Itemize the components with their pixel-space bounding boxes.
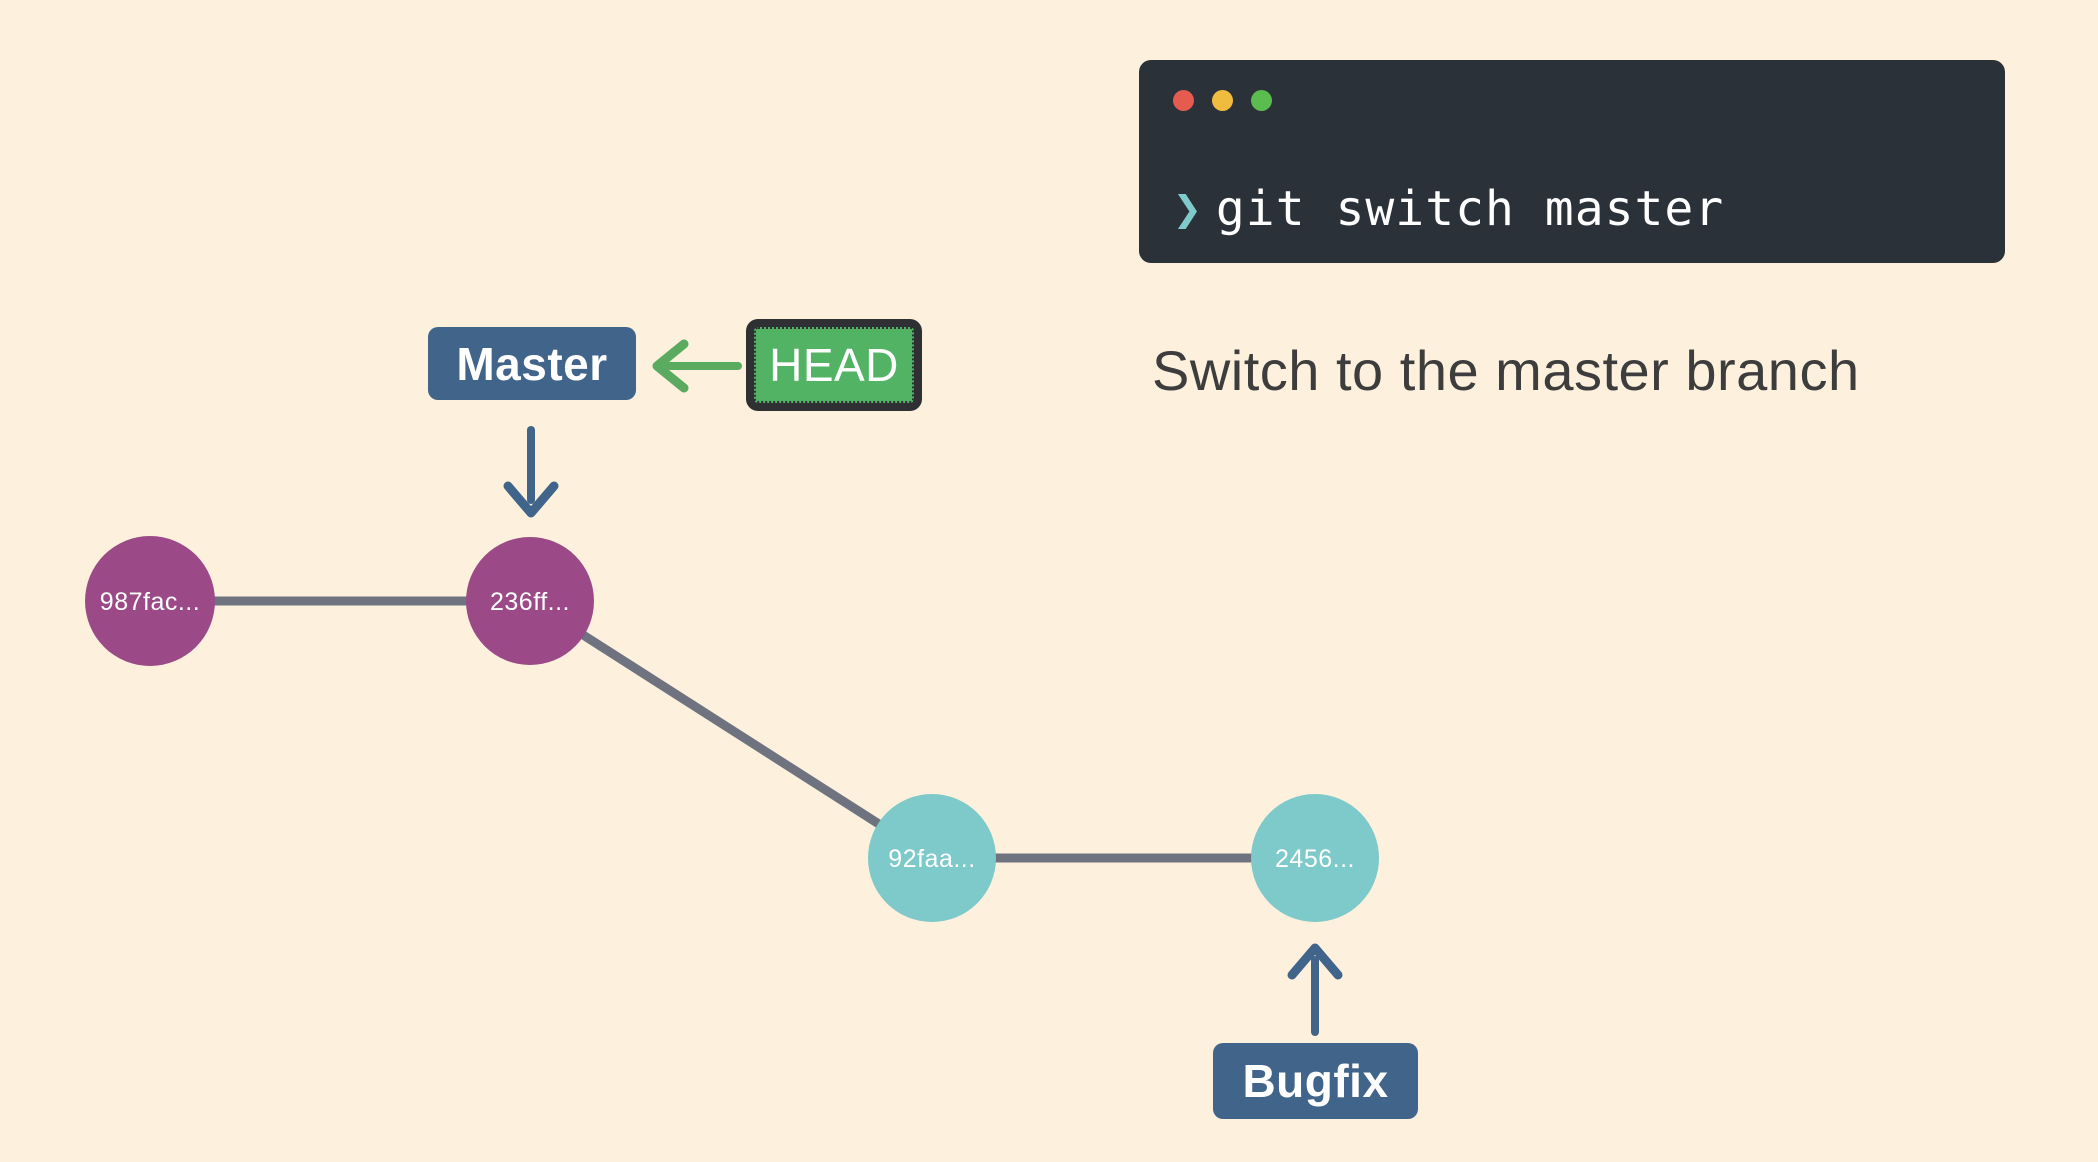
window-controls xyxy=(1173,90,1272,111)
caption-text: Switch to the master branch xyxy=(1152,339,1860,402)
commit-node-2456[interactable]: 2456... xyxy=(1251,794,1379,922)
terminal-command-line[interactable]: ❯ git switch master xyxy=(1173,185,1724,233)
branch-badge-bugfix[interactable]: Bugfix xyxy=(1213,1043,1418,1119)
terminal-command-text: git switch master xyxy=(1215,181,1725,237)
maximize-icon[interactable] xyxy=(1251,90,1272,111)
commit-node-92faa[interactable]: 92faa... xyxy=(868,794,996,922)
terminal-window[interactable]: ❯ git switch master xyxy=(1139,60,2005,263)
head-to-master-arrow-icon xyxy=(652,339,742,393)
bugfix-to-commit-arrow-icon xyxy=(1287,943,1343,1036)
commit-circle[interactable] xyxy=(85,536,215,666)
commit-node-236ff[interactable]: 236ff... xyxy=(466,537,594,665)
close-icon[interactable] xyxy=(1173,90,1194,111)
prompt-chevron-icon: ❯ xyxy=(1173,181,1202,237)
head-badge[interactable]: HEAD xyxy=(746,319,922,411)
commit-hash-label: 92faa... xyxy=(888,845,975,873)
minimize-icon[interactable] xyxy=(1212,90,1233,111)
edge-236ff-92faa xyxy=(527,597,935,862)
branch-badge-master[interactable]: Master xyxy=(428,327,636,400)
commit-circle[interactable] xyxy=(1251,794,1379,922)
commit-circle[interactable] xyxy=(868,794,996,922)
branch-label-bugfix: Bugfix xyxy=(1242,1055,1389,1107)
commit-node-987fac[interactable]: 987fac... xyxy=(85,536,215,666)
commit-hash-label: 236ff... xyxy=(490,588,570,616)
head-badge-inner: HEAD xyxy=(754,327,914,403)
branch-label-master: Master xyxy=(456,337,608,390)
graph-edges xyxy=(150,596,1315,863)
commit-hash-label: 987fac... xyxy=(100,588,200,616)
master-to-commit-arrow-icon xyxy=(503,426,559,518)
commit-hash-label: 2456... xyxy=(1275,845,1355,873)
commit-circle[interactable] xyxy=(466,537,594,665)
head-label: HEAD xyxy=(769,339,899,391)
